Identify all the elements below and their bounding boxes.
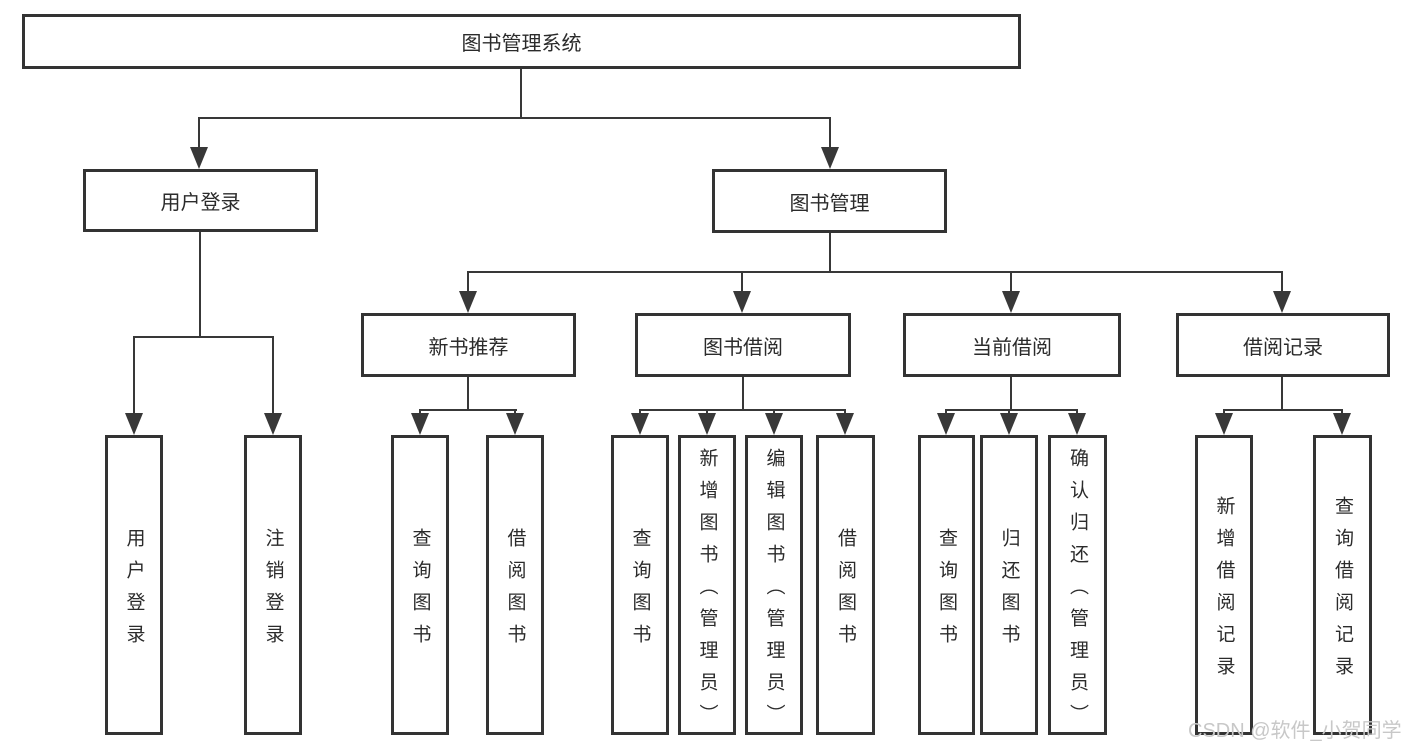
leaf-borrow-books: 借阅图书 — [816, 435, 875, 735]
arrow-down-icon — [1000, 413, 1018, 435]
connector-line — [198, 117, 200, 151]
connector-line — [133, 336, 135, 417]
node-borrow-records-label: 借阅记录 — [1243, 336, 1323, 359]
connector-line — [1010, 271, 1012, 295]
leaf-query-books-current: 查询图书 — [918, 435, 975, 735]
connector-line — [1281, 377, 1283, 411]
node-root-label: 图书管理系统 — [461, 33, 582, 55]
arrow-down-icon — [1002, 291, 1020, 313]
node-new-book-recommend-label: 新书推荐 — [428, 336, 509, 359]
leaf-query-books-borrow-label: 查询图书 — [629, 527, 651, 656]
arrow-down-icon — [836, 413, 854, 435]
leaf-query-books-borrow: 查询图书 — [611, 435, 669, 735]
leaf-add-books-admin: 新增图书（管理员） — [678, 435, 736, 736]
arrow-down-icon — [1273, 291, 1291, 313]
leaf-edit-books-admin: 编辑图书（管理员） — [745, 435, 803, 736]
arrow-down-icon — [190, 147, 208, 169]
connector-line — [1223, 409, 1343, 411]
leaf-add-books-admin-label: 新增图书（管理员） — [696, 447, 718, 736]
connector-line — [829, 117, 831, 151]
connector-line — [742, 377, 744, 411]
leaf-query-books-current-label: 查询图书 — [936, 527, 957, 656]
connector-line — [467, 271, 1283, 273]
arrow-down-icon — [264, 413, 282, 435]
leaf-borrow-books-label: 借阅图书 — [835, 527, 856, 656]
arrow-down-icon — [937, 413, 955, 435]
connector-line — [199, 232, 201, 338]
arrow-down-icon — [1068, 413, 1086, 435]
arrow-down-icon — [1215, 413, 1233, 435]
leaf-borrow-books-recommend: 借阅图书 — [486, 435, 544, 735]
leaf-query-books-recommend-label: 查询图书 — [409, 527, 431, 656]
node-root: 图书管理系统 — [22, 14, 1021, 69]
leaf-query-borrow-record-label: 查询借阅记录 — [1332, 495, 1353, 688]
connector-line — [741, 271, 743, 295]
arrow-down-icon — [765, 413, 783, 435]
leaf-confirm-return-admin-label: 确认归还（管理员） — [1067, 447, 1088, 736]
arrow-down-icon — [125, 413, 143, 435]
arrow-down-icon — [821, 147, 839, 169]
node-book-management-label: 图书管理 — [789, 192, 870, 215]
connector-line — [829, 233, 831, 273]
connector-line — [1281, 271, 1283, 295]
leaf-borrow-books-recommend-label: 借阅图书 — [504, 527, 526, 656]
node-book-management: 图书管理 — [712, 169, 947, 233]
node-borrow-records: 借阅记录 — [1176, 313, 1390, 377]
arrow-down-icon — [411, 413, 429, 435]
connector-line — [520, 69, 522, 118]
connector-line — [1010, 377, 1012, 411]
leaf-query-borrow-record: 查询借阅记录 — [1313, 435, 1372, 735]
node-book-borrow: 图书借阅 — [635, 313, 851, 377]
watermark: CSDN @软件_小贺同学 — [1188, 720, 1402, 742]
leaf-add-borrow-record-label: 新增借阅记录 — [1213, 495, 1235, 688]
connector-line — [272, 336, 274, 417]
arrow-down-icon — [1333, 413, 1351, 435]
leaf-query-books-recommend: 查询图书 — [391, 435, 449, 735]
node-current-borrow: 当前借阅 — [903, 313, 1121, 377]
leaf-confirm-return-admin: 确认归还（管理员） — [1048, 435, 1107, 736]
connector-line — [419, 409, 517, 411]
connector-line — [467, 271, 469, 295]
node-book-borrow-label: 图书借阅 — [703, 336, 783, 359]
leaf-add-borrow-record: 新增借阅记录 — [1195, 435, 1253, 735]
arrow-down-icon — [698, 413, 716, 435]
connector-line — [639, 409, 846, 411]
connector-line — [133, 336, 274, 338]
leaf-user-login-label: 用户登录 — [123, 527, 145, 656]
arrow-down-icon — [459, 291, 477, 313]
arrow-down-icon — [631, 413, 649, 435]
arrow-down-icon — [506, 413, 524, 435]
connector-line — [198, 117, 831, 119]
node-new-book-recommend: 新书推荐 — [361, 313, 576, 377]
leaf-return-books-label: 归还图书 — [998, 527, 1020, 656]
leaf-logout-login: 注销登录 — [244, 435, 302, 735]
leaf-user-login: 用户登录 — [105, 435, 163, 735]
leaf-logout-login-label: 注销登录 — [262, 527, 284, 656]
connector-line — [467, 377, 469, 411]
arrow-down-icon — [733, 291, 751, 313]
node-user-login: 用户登录 — [83, 169, 318, 232]
leaf-edit-books-admin-label: 编辑图书（管理员） — [763, 447, 785, 736]
leaf-return-books: 归还图书 — [980, 435, 1038, 735]
connector-line — [945, 409, 1078, 411]
node-user-login-label: 用户登录 — [160, 192, 241, 214]
node-current-borrow-label: 当前借阅 — [972, 336, 1052, 359]
